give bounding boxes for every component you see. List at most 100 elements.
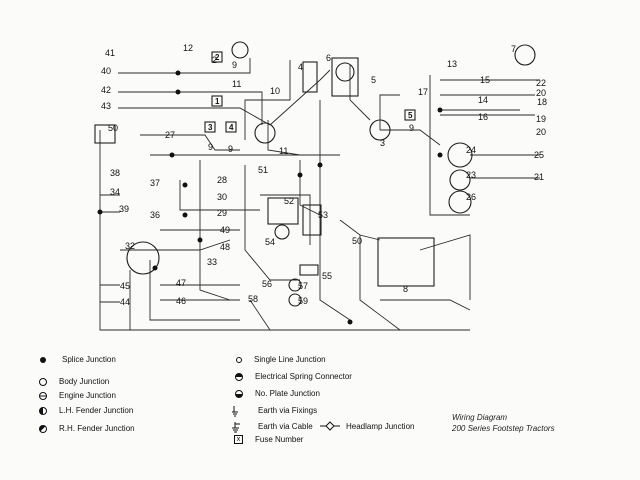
label-component-29: 29 <box>217 208 227 218</box>
label-component-26: 26 <box>466 192 476 202</box>
label-component-20: 20 <box>536 88 546 98</box>
fuse-box-1 <box>211 95 223 107</box>
fuse-number-5: 5 <box>408 111 413 120</box>
label-component-24: 24 <box>466 145 476 155</box>
label-component-36: 36 <box>150 210 160 220</box>
label-component-54: 54 <box>265 237 275 247</box>
label-component-52: 52 <box>284 196 294 206</box>
label-component-9c: 9 <box>208 142 213 152</box>
label-component-50b: 50 <box>108 123 118 133</box>
legend-plate: No. Plate Junction <box>232 389 320 398</box>
legend-body: Body Junction <box>36 377 109 386</box>
body-junction-icon <box>39 377 47 386</box>
label-component-21: 21 <box>534 172 544 182</box>
legend-earth-fixings-label: Earth via Fixings <box>258 405 318 415</box>
legend-headlamp-label: Headlamp Junction <box>346 421 415 431</box>
fuse-box-4 <box>225 121 237 133</box>
label-component-41: 41 <box>105 48 115 58</box>
label-component-57: 57 <box>298 281 308 291</box>
label-component-9d: 9 <box>228 144 233 154</box>
legend-engine-label: Engine Junction <box>59 391 116 400</box>
rh-fender-junction-icon <box>39 424 47 433</box>
component-7-lamp <box>514 44 536 66</box>
label-component-13: 13 <box>447 59 457 69</box>
engine-junction-icon <box>39 391 47 400</box>
label-component-55: 55 <box>322 271 332 281</box>
label-component-6: 6 <box>326 53 331 63</box>
legend: Splice Junction Body Junction Engine Jun… <box>0 345 640 480</box>
label-component-25: 25 <box>534 150 544 160</box>
label-component-9a: 9 <box>232 60 237 70</box>
diagram-title: Wiring Diagram 200 Series Footstep Tract… <box>452 412 555 434</box>
label-component-56: 56 <box>262 279 272 289</box>
label-component-19: 19 <box>536 114 546 124</box>
fuse-box-3 <box>204 121 216 133</box>
legend-plate-label: No. Plate Junction <box>255 389 320 398</box>
component-23-lamp <box>449 169 471 191</box>
label-component-40: 40 <box>101 66 111 76</box>
legend-single-line: Single Line Junction <box>232 355 326 364</box>
label-component-14: 14 <box>478 95 488 105</box>
legend-earth-cable: Earth via Cable <box>232 421 313 433</box>
label-component-18: 18 <box>537 97 547 107</box>
component-55-connector <box>299 264 319 276</box>
fuse-box-2 <box>211 51 223 63</box>
label-component-16: 16 <box>478 112 488 122</box>
label-component-32: 32 <box>125 241 135 251</box>
legend-spring-label: Electrical Spring Connector <box>255 372 352 381</box>
component-52-relay <box>267 197 299 225</box>
component-6-alternator-rotor <box>335 62 355 82</box>
fuse-box-5 <box>404 109 416 121</box>
plate-junction-icon <box>235 389 243 398</box>
label-component-4: 4 <box>298 62 303 72</box>
fuse-number-1: 1 <box>215 97 220 106</box>
wiring-diagram: 2 41 40 42 43 50 12 9 11 10 4 6 5 17 3 9… <box>94 41 547 331</box>
label-component-22: 22 <box>536 78 546 88</box>
legend-engine: Engine Junction <box>36 391 116 400</box>
label-component-11a: 11 <box>232 79 241 89</box>
fuse-number-4: 4 <box>229 123 234 132</box>
legend-earth-cable-label: Earth via Cable <box>258 421 313 431</box>
legend-fuse-label: Fuse Number <box>255 435 304 444</box>
legend-lh-fender: L.H. Fender Junction <box>36 406 133 415</box>
wire-harness <box>99 58 540 331</box>
component-labels: 2 41 40 42 43 50 12 9 11 10 4 6 5 17 3 9… <box>101 43 547 307</box>
label-component-15: 15 <box>480 75 490 85</box>
label-component-7: 7 <box>511 44 516 54</box>
components <box>94 41 536 307</box>
legend-rh-fender-label: R.H. Fender Junction <box>59 424 135 433</box>
component-32-instrument <box>126 241 160 275</box>
splice-junction-icon <box>40 356 46 363</box>
legend-fuse: x Fuse Number <box>232 435 303 444</box>
component-57-lamp <box>288 278 302 292</box>
label-component-39: 39 <box>119 204 129 214</box>
component-2-horn <box>231 41 249 59</box>
legend-spring: Electrical Spring Connector <box>232 372 352 381</box>
component-24-headlamp <box>447 142 473 168</box>
component-26-headlamp <box>448 190 472 214</box>
label-component-11b: 11 <box>279 146 288 156</box>
splice-junctions <box>97 70 443 325</box>
component-1-ignition-switch <box>254 122 276 144</box>
label-component-44: 44 <box>120 297 130 307</box>
label-component-3: 3 <box>380 138 385 148</box>
legend-headlamp: Headlamp Junction <box>320 421 414 431</box>
component-54-motor <box>274 224 290 240</box>
label-component-33: 33 <box>207 257 217 267</box>
label-component-30: 30 <box>217 192 227 202</box>
legend-lh-fender-label: L.H. Fender Junction <box>59 406 134 415</box>
fuse-number-boxes: 2 1 3 4 5 <box>204 51 416 133</box>
label-component-59: 59 <box>298 296 308 306</box>
label-component-50: 50 <box>352 236 362 246</box>
label-component-47: 47 <box>176 278 186 288</box>
diagram-title-line2: 200 Series Footstep Tractors <box>452 424 555 433</box>
label-component-48: 48 <box>220 242 230 252</box>
label-component-43: 43 <box>101 101 111 111</box>
component-3-starter <box>369 119 391 141</box>
label-component-9b: 9 <box>409 123 414 133</box>
legend-rh-fender: R.H. Fender Junction <box>36 424 135 433</box>
label-component-53: 53 <box>318 210 328 220</box>
earth-fixings-icon <box>232 405 246 417</box>
legend-body-label: Body Junction <box>59 377 110 386</box>
